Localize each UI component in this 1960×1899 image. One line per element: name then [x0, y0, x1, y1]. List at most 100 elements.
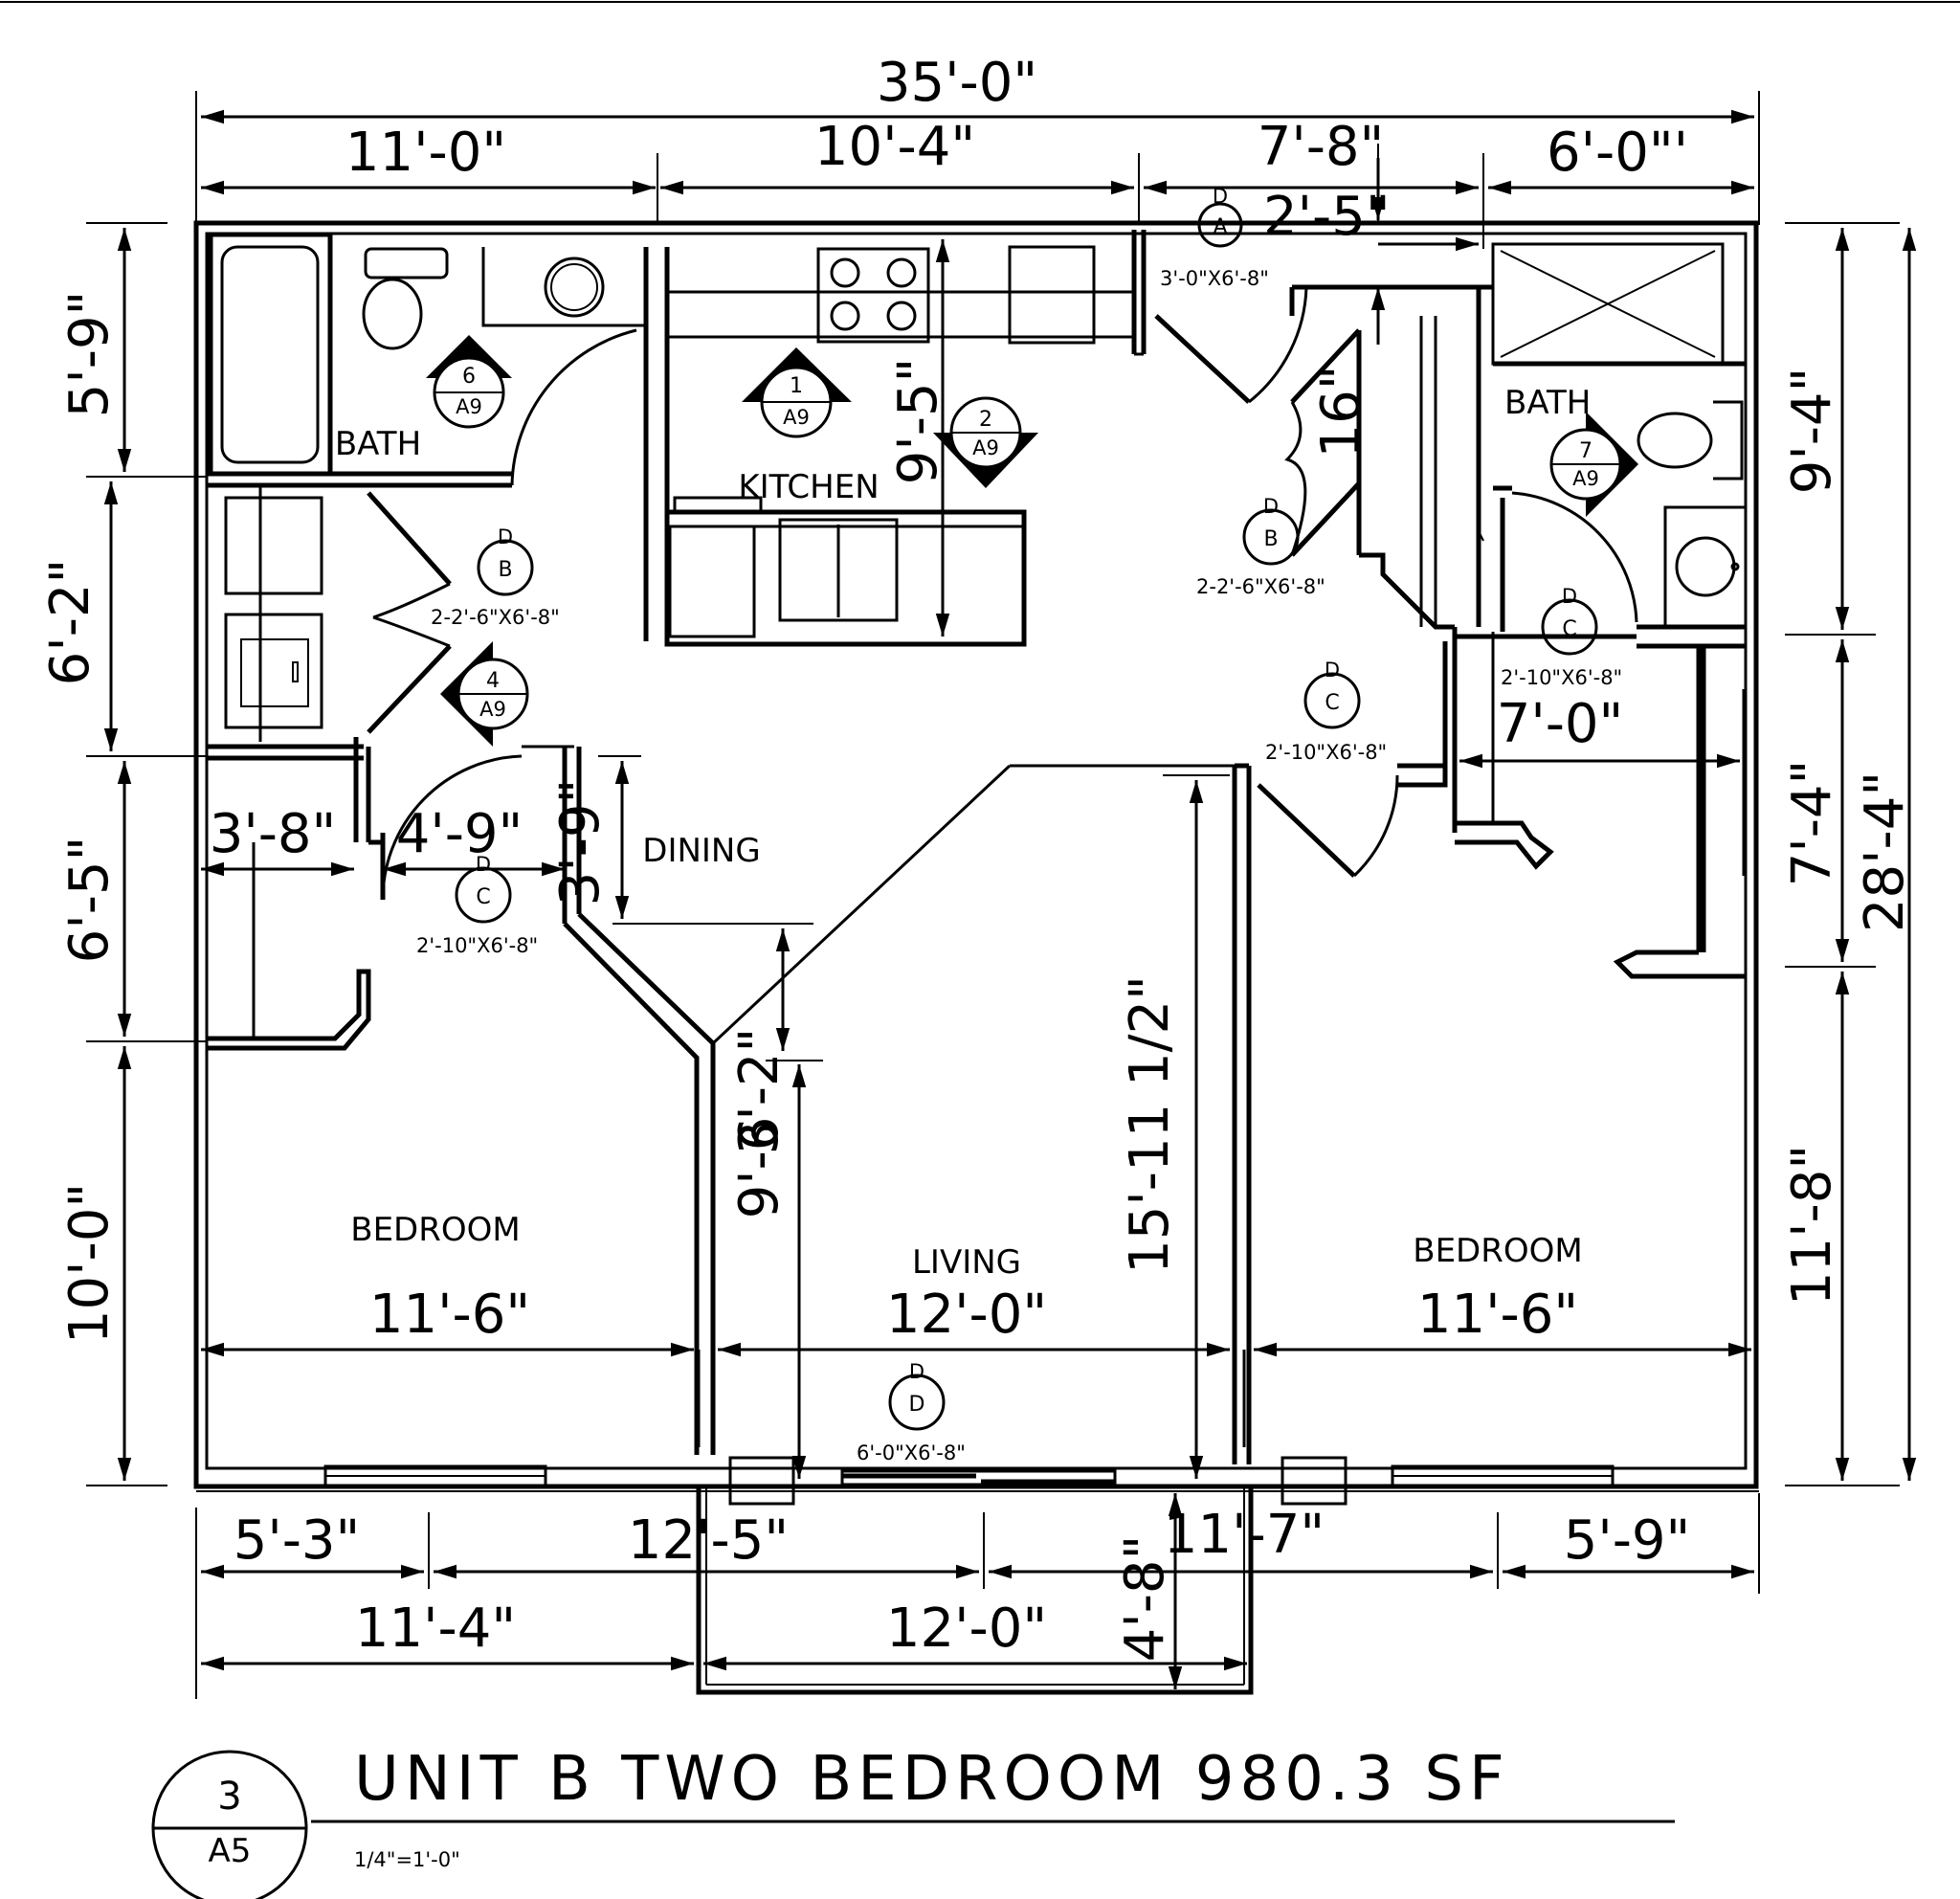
- svg-text:B: B: [1263, 527, 1278, 551]
- entry-hall: 16": [1154, 284, 1554, 870]
- bath-left: BATH: [207, 232, 649, 488]
- svg-text:D: D: [498, 525, 513, 548]
- door-size-bath-right: 2'-10"X6'-8": [1501, 666, 1622, 689]
- dim-left-d: 10'-0": [58, 1183, 121, 1344]
- dim-living-32: 3'-2": [728, 1028, 791, 1155]
- room-label-dining: DINING: [642, 832, 760, 870]
- dim-kitchen-depth: 9'-5": [887, 358, 949, 485]
- bath-right: BATH 7'-0": [1455, 242, 1748, 979]
- view-tag-1-num: 1: [790, 374, 803, 398]
- door-size-patio: 6'-0"X6'-8": [857, 1441, 966, 1464]
- dim-hall-38: 3'-8": [210, 803, 337, 865]
- door-tag-entry: D A 3'-0"X6'-8": [1160, 185, 1269, 290]
- svg-text:D: D: [909, 1393, 925, 1417]
- dim-top-b: 10'-4": [814, 116, 975, 178]
- door-size-closet-left: 2-2'-6"X6'-8": [431, 606, 560, 629]
- dim-left-a: 5'-9": [58, 291, 121, 418]
- dim-dining-39: 3'-9": [549, 779, 612, 906]
- view-tag-6: 6 A9: [426, 335, 512, 429]
- title-block: 3 A5 UNIT B TWO BEDROOM 980.3 SF 1/4"=1'…: [151, 1744, 1675, 1899]
- dim-left-b: 6'-2": [39, 559, 101, 686]
- dim-bottom-c: 11'-7": [1164, 1504, 1325, 1566]
- door-size-bedroom-left: 2'-10"X6'-8": [416, 934, 538, 957]
- dim-right-c: 11'-8": [1781, 1145, 1843, 1306]
- door-tag-patio: D D 6'-0"X6'-8": [857, 1360, 966, 1464]
- view-tag-2-num: 2: [979, 408, 992, 432]
- view-tag-2: 2 A9: [933, 396, 1038, 488]
- dim-living-w: 12'-0": [886, 1284, 1047, 1346]
- view-tag-1: 1 A9: [742, 347, 852, 438]
- top-dimensions: 35'-0" 11'-0" 10'-4" 7'-8" 6'-0"' 2'-5": [195, 52, 1760, 345]
- dining-diagonal: [711, 764, 1012, 1045]
- view-tag-4-sheet: A9: [479, 698, 506, 721]
- dim-bottom-f: 12'-0": [886, 1597, 1047, 1660]
- view-tag-7-sheet: A9: [1572, 467, 1599, 490]
- dim-bottom-d: 5'-9": [1564, 1509, 1691, 1572]
- view-tag-4-num: 4: [486, 669, 500, 693]
- dim-bottom-g: 4'-8": [1114, 1535, 1176, 1663]
- svg-text:C: C: [476, 885, 490, 909]
- kitchen: KITCHEN 9'-5": [643, 230, 1147, 647]
- sheet-ref-number: 3: [217, 1775, 241, 1819]
- bedroom-right-walls: [1232, 763, 1399, 1464]
- plan-scale: 1/4"=1'-0": [354, 1848, 460, 1871]
- svg-text:B: B: [498, 558, 512, 582]
- dim-bottom-e: 11'-4": [355, 1597, 516, 1660]
- door-tag-closet-right: D B 2-2'-6"X6'-8": [1196, 495, 1325, 598]
- dim-bottom-a: 5'-3": [234, 1509, 361, 1572]
- svg-text:D: D: [1213, 185, 1228, 208]
- svg-text:A: A: [1213, 215, 1227, 239]
- dim-top-a: 11'-0": [345, 122, 506, 184]
- view-tag-1-sheet: A9: [783, 406, 810, 429]
- view-tag-4: 4 A9: [440, 641, 529, 747]
- door-tag-bedroom-right: D C 2'-10"X6'-8": [1265, 659, 1387, 764]
- dim-right-a: 9'-4": [1781, 368, 1843, 495]
- dim-bedroom-right-w: 11'-6": [1417, 1284, 1578, 1346]
- right-dimensions: 9'-4" 7'-4" 11'-8" 28'-4": [1781, 222, 1917, 1486]
- view-tag-7: 7 A9: [1549, 412, 1638, 517]
- left-dimensions: 5'-9" 6'-2" 6'-5" 10'-0": [39, 222, 206, 1486]
- dim-closet-16: 16": [1310, 365, 1372, 458]
- door-size-closet-right: 2-2'-6"X6'-8": [1196, 575, 1325, 598]
- dim-bottom-b: 12'-5": [628, 1509, 789, 1572]
- dim-bedroom-left-w: 11'-6": [369, 1284, 530, 1346]
- dim-hall-49: 4'-9": [396, 803, 523, 865]
- dim-left-c: 6'-5": [58, 837, 121, 964]
- dim-right-overall: 28'-4": [1854, 771, 1916, 932]
- dim-top-d: 6'-0"': [1547, 122, 1688, 184]
- room-label-bedroom-left: BEDROOM: [350, 1211, 520, 1249]
- room-label-bath-right: BATH: [1504, 384, 1591, 422]
- svg-text:C: C: [1325, 691, 1339, 715]
- room-label-bath-left: BATH: [335, 425, 421, 463]
- svg-text:D: D: [909, 1360, 924, 1383]
- view-tag-2-sheet: A9: [972, 436, 999, 459]
- svg-text:D: D: [1263, 495, 1279, 518]
- dim-bath-right-width: 7'-0": [1497, 693, 1624, 755]
- dim-living-height: 15'-11 1/2": [1119, 975, 1181, 1274]
- dim-top-c: 7'-8": [1258, 116, 1385, 178]
- room-label-bedroom-right: BEDROOM: [1413, 1232, 1582, 1270]
- door-tag-closet-left: D B 2-2'-6"X6'-8": [431, 525, 560, 629]
- room-label-living: LIVING: [912, 1243, 1021, 1282]
- sheet-ref-sheet: A5: [209, 1832, 252, 1870]
- svg-text:D: D: [1325, 659, 1340, 681]
- door-tag-bedroom-left: D C 2'-10"X6'-8": [416, 853, 538, 957]
- svg-text:C: C: [1562, 617, 1576, 641]
- dim-right-b: 7'-4": [1781, 760, 1843, 887]
- dim-overall-width: 35'-0": [877, 52, 1037, 114]
- door-tag-bath-right: D C 2'-10"X6'-8": [1501, 585, 1622, 689]
- view-tag-6-num: 6: [462, 365, 476, 389]
- svg-text:D: D: [1562, 585, 1577, 608]
- exterior-walls: [193, 220, 1759, 1695]
- view-tag-7-num: 7: [1579, 439, 1592, 463]
- bottom-dimensions: 5'-3" 12'-5" 11'-7" 5'-9" 11'-4" 12'-0" …: [195, 1493, 1760, 1699]
- closet-left: [207, 486, 452, 761]
- svg-text:D: D: [476, 853, 491, 876]
- dim-living-96: 9'-6: [728, 1117, 791, 1219]
- door-size-entry: 3'-0"X6'-8": [1160, 267, 1269, 290]
- plan-title: UNIT B TWO BEDROOM 980.3 SF: [354, 1744, 1510, 1815]
- dim-top-e: 2'-5": [1263, 186, 1391, 248]
- interior-dimensions: 3'-8" 4'-9" 3'-9" DINING 9'-6 3'-2" 15'-…: [201, 755, 1751, 1479]
- door-size-bedroom-right: 2'-10"X6'-8": [1265, 741, 1387, 764]
